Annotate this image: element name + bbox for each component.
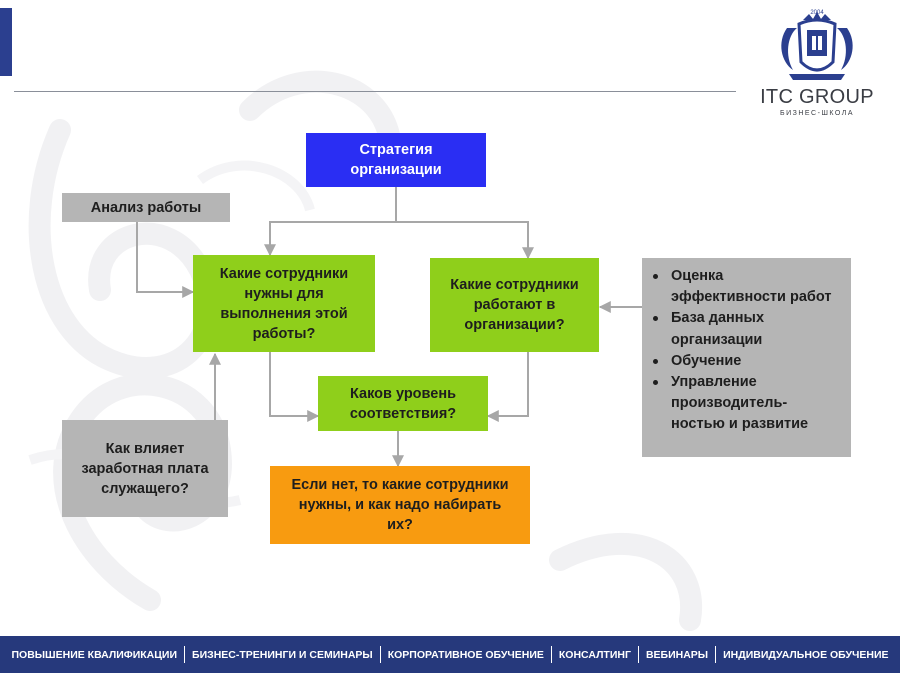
- connector-needed-to-fit: [269, 352, 320, 422]
- footer-link-individual[interactable]: ИНДИВИДУАЛЬНОЕ ОБУЧЕНИЕ: [723, 648, 889, 661]
- list-item: База данных организации: [649, 308, 843, 350]
- logo-subtitle: БИЗНЕС-ШКОЛА: [779, 110, 854, 117]
- footer-divider: [184, 646, 186, 663]
- logo-title: ITC GROUP: [760, 86, 874, 108]
- footer-divider: [715, 646, 717, 663]
- strategy-box: Стратегия организации: [306, 133, 486, 187]
- footer-divider: [637, 646, 639, 663]
- bullet-icon: [653, 358, 658, 364]
- list-item: Оценка эффективности работ: [649, 266, 843, 308]
- footer-link-consulting[interactable]: КОНСАЛТИНГ: [558, 648, 631, 661]
- list-item: Обучение: [649, 351, 843, 372]
- hiring-box: Если нет, то какие сотрудники нужны, и к…: [270, 466, 530, 544]
- connector-current-to-fit: [486, 352, 529, 422]
- data-sources-list: Оценка эффективности работ База данных о…: [649, 266, 843, 436]
- footer-link-trainings[interactable]: БИЗНЕС-ТРЕНИНГИ И СЕМИНАРЫ: [192, 648, 373, 661]
- connector-strategy-to-needed: [264, 187, 397, 257]
- connector-analysis-to-needed: [136, 222, 195, 298]
- footer-link-corporate[interactable]: КОРПОРАТИВНОЕ ОБУЧЕНИЕ: [387, 648, 544, 661]
- connector-strategy-to-current: [396, 221, 534, 260]
- footer-link-webinars[interactable]: ВЕБИНАРЫ: [645, 648, 709, 661]
- itc-group-logo: 2004 ITC GROUP БИЗНЕС-ШКОЛА: [752, 6, 882, 117]
- bullet-icon: [653, 380, 658, 386]
- bullet-icon: [653, 274, 658, 279]
- data-sources-box: Оценка эффективности работ База данных о…: [642, 258, 851, 457]
- salary-influence-box: Как влияет заработная плата служащего?: [62, 420, 228, 517]
- crest-icon: 2004: [781, 10, 853, 80]
- footer-divider: [379, 646, 381, 663]
- left-accent-tab: [0, 8, 12, 76]
- fit-level-box: Каков уровень соответствия?: [318, 376, 488, 431]
- current-employees-box: Какие сотрудники работают в организации?: [430, 258, 599, 352]
- footer-divider: [550, 646, 552, 663]
- footer-link-qualification[interactable]: ПОВЫШЕНИЕ КВАЛИФИКАЦИИ: [11, 648, 178, 661]
- list-item: Управление производитель- ностью и разви…: [649, 372, 843, 436]
- footer-bar: ПОВЫШЕНИЕ КВАЛИФИКАЦИИ БИЗНЕС-ТРЕНИНГИ И…: [0, 636, 900, 673]
- analysis-box: Анализ работы: [62, 193, 230, 222]
- needed-employees-box: Какие сотрудники нужны для выполнения эт…: [193, 255, 375, 352]
- header-divider: [14, 91, 736, 92]
- bullet-icon: [653, 316, 658, 322]
